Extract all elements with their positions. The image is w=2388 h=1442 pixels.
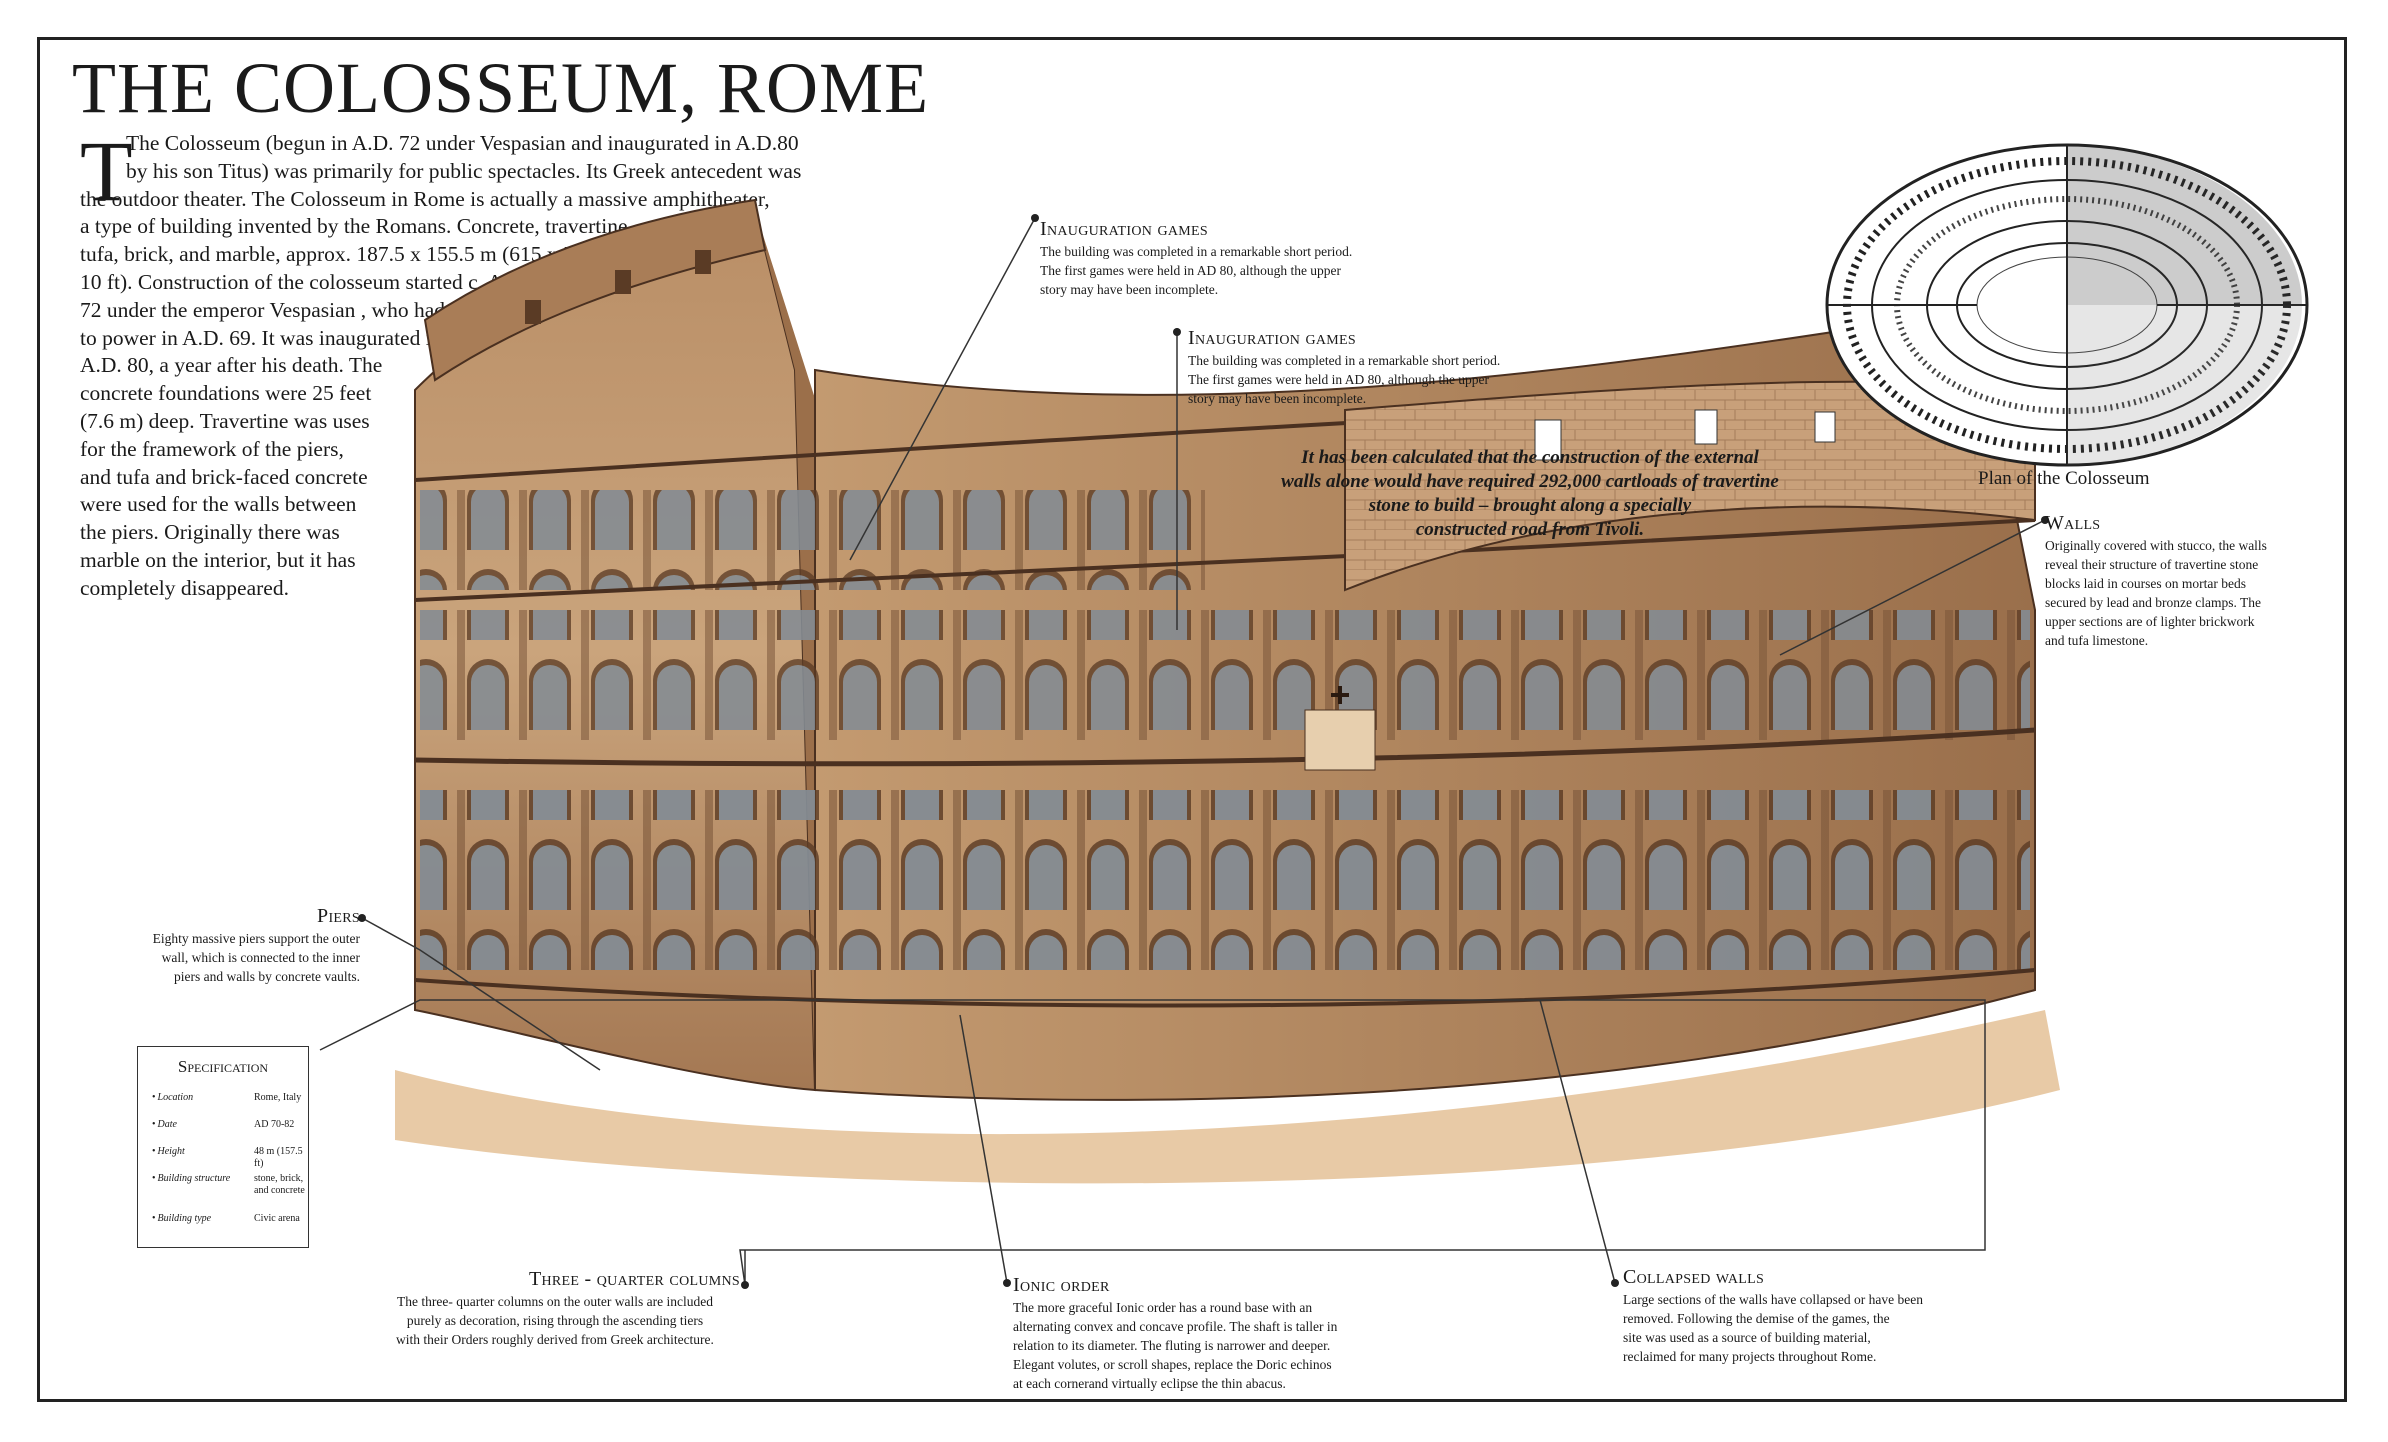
specification-title: Specification [177, 1057, 269, 1076]
callout-line: removed. Following the demise of the gam… [1623, 1311, 1890, 1326]
intro-line: tufa, brick, and marble, approx. 187.5 x… [80, 242, 574, 267]
callout-line: secured by lead and bronze clamps. The [2045, 595, 2262, 610]
spec-value: stone, brick, and concrete [254, 1173, 305, 1196]
intro-line: marble on the interior, but it has [80, 547, 356, 572]
callout-line: Eighty massive piers support the outer [152, 931, 360, 946]
intro-line: the piers. Originally there was [80, 520, 340, 545]
callout-inauguration-games-1: Inauguration games The building was comp… [1040, 218, 1352, 299]
callout-collapsed-walls: Collapsed walls Large sections of the wa… [1623, 1266, 1923, 1366]
intro-line: completely disappeared. [80, 575, 289, 600]
quote-line: walls alone would have required 292,000 … [1281, 471, 1779, 492]
intro-text: The Colosseum (begun in A.D. 72 under Ve… [80, 130, 840, 603]
spec-key: Location [152, 1092, 194, 1104]
quote-line: It has been calculated that the construc… [1301, 447, 1759, 468]
callout-walls: Walls Originally covered with stucco, th… [2045, 512, 2267, 650]
callout-heading: Inauguration games [1188, 327, 1356, 349]
callout-line: at each cornerand virtually eclipse the … [1013, 1376, 1286, 1391]
callout-line: The first games were held in AD 80, alth… [1188, 372, 1490, 387]
intro-line: were used for the walls between [80, 492, 357, 517]
intro-line: The Colosseum (begun in A.D. 72 under Ve… [126, 131, 799, 155]
intro-line: concrete foundations were 25 feet [80, 381, 372, 406]
intro-line: 10 ft). Construction of the colosseum st… [80, 269, 530, 294]
callout-heading: Three - quarter columns [528, 1268, 740, 1290]
callout-line: with their Orders roughly derived from G… [396, 1332, 714, 1347]
callout-line: Elegant volutes, or scroll shapes, repla… [1013, 1357, 1332, 1372]
spec-key: Date [152, 1119, 177, 1131]
colosseum-illustration [395, 198, 2060, 1184]
intro-line: to power in A.D. 69. It was inaugurated … [80, 325, 443, 350]
callout-line: The building was completed in a remarkab… [1040, 244, 1353, 259]
callout-line: story may have been incomplete. [1040, 282, 1219, 297]
intro-line: and tufa and brick-faced concrete [80, 464, 368, 489]
intro-line: by his son Titus) was primarily for publ… [126, 158, 802, 183]
spec-value: AD 70-82 [254, 1119, 295, 1130]
callout-line: blocks laid in courses on mortar beds [2045, 576, 2246, 591]
spec-value: Civic arena [254, 1213, 300, 1224]
callout-heading: Inauguration games [1040, 218, 1208, 240]
callout-line: The building was completed in a remarkab… [1188, 353, 1501, 368]
callout-heading: Collapsed walls [1623, 1266, 1765, 1288]
spec-key: Building structure [152, 1173, 232, 1185]
callout-line: alternating convex and concave profile. … [1013, 1319, 1338, 1334]
callout-line: wall, which is connected to the inner [161, 950, 360, 965]
specification-box: Specification Location Rome, Italy Date … [137, 1046, 309, 1248]
quote-line: constructed road from Tivoli. [1415, 519, 1645, 540]
callout-line: purely as decoration, rising through the… [406, 1313, 704, 1328]
spec-value: Rome, Italy [254, 1092, 302, 1103]
callout-piers: Piers Eighty massive piers support the o… [100, 905, 360, 986]
spec-value: 48 m (157.5 ft) [254, 1146, 303, 1169]
intro-line: a type of building invented by the Roman… [80, 214, 633, 239]
callout-line: Originally covered with stucco, the wall… [2045, 538, 2267, 553]
callout-line: reveal their structure of travertine sto… [2045, 557, 2259, 572]
page-title: THE COLOSSEUM, ROME [72, 48, 930, 128]
callout-three-quarter-columns: Three - quarter columns The three- quart… [370, 1268, 740, 1349]
callout-ionic-order: Ionic order The more graceful Ionic orde… [1013, 1274, 1337, 1393]
quote-line: stone to build – brought along a special… [1368, 495, 1692, 516]
intro-line: (7.6 m) deep. Travertine was uses [80, 408, 370, 433]
callout-heading: Piers [317, 905, 360, 927]
callout-line: The three- quarter columns on the outer … [396, 1294, 713, 1309]
callout-line: reclaimed for many projects throughout R… [1623, 1349, 1877, 1364]
intro-line: A.D. 80, a year after his death. The [80, 353, 383, 378]
colosseum-plan [1825, 143, 2309, 467]
callout-line: Large sections of the walls have collaps… [1623, 1292, 1924, 1307]
callout-line: The more graceful Ionic order has a roun… [1013, 1300, 1313, 1315]
callout-line: relation to its diameter. The fluting is… [1013, 1338, 1331, 1353]
callout-heading: Ionic order [1013, 1274, 1110, 1296]
callout-line: site was used as a source of building ma… [1623, 1330, 1871, 1345]
spec-key: Building type [152, 1213, 212, 1225]
travertine-quote: It has been calculated that the construc… [1230, 446, 1830, 542]
callout-line: and tufa limestone. [2045, 633, 2149, 648]
callout-line: piers and walls by concrete vaults. [174, 969, 360, 984]
callout-heading: Walls [2045, 512, 2101, 534]
intro-line: for the framework of the piers, [80, 436, 344, 461]
callout-line: story may have been incomplete. [1188, 391, 1367, 406]
callout-line: upper sections are of lighter brickwork [2045, 614, 2255, 629]
plan-caption: Plan of the Colosseum [1978, 468, 2150, 489]
intro-dropcap: T [80, 123, 133, 219]
callout-inauguration-games-2: Inauguration games The building was comp… [1188, 327, 1500, 408]
callout-line: The first games were held in AD 80, alth… [1040, 263, 1342, 278]
intro-line: the outdoor theater. The Colosseum in Ro… [80, 186, 770, 211]
page-frame [37, 37, 2347, 1402]
spec-key: Height [152, 1146, 185, 1158]
